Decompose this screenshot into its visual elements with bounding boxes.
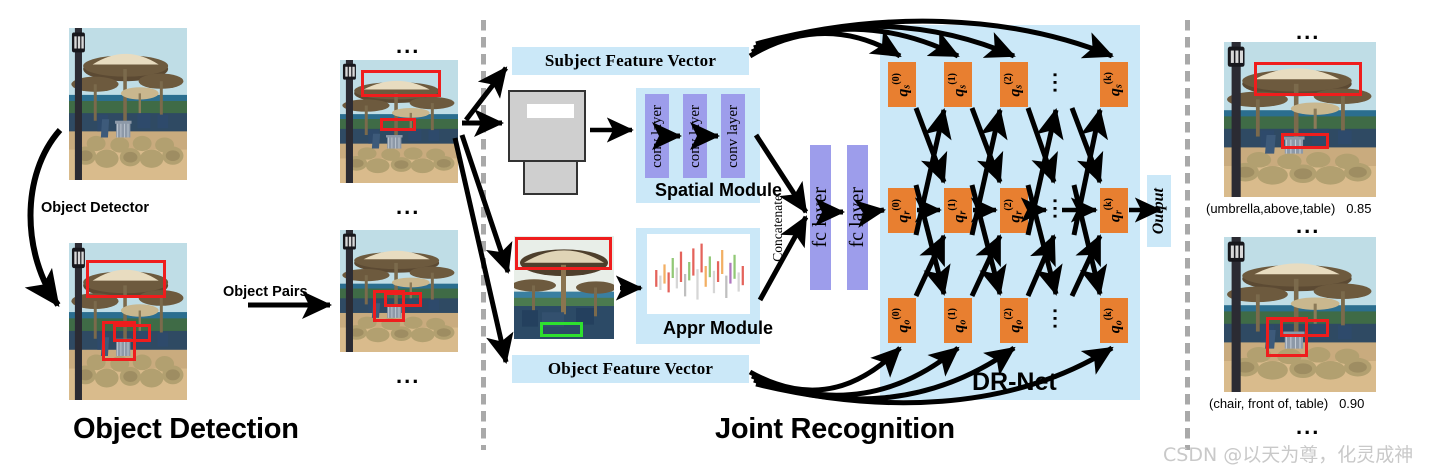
result-1-score: 0.85: [1346, 201, 1372, 216]
ellipsis-row-o: ···: [1043, 308, 1065, 331]
node-qr-0: qr(0): [888, 188, 916, 233]
bbox-umbrella: [86, 260, 166, 298]
bbox-result2-table: [1280, 319, 1329, 337]
node-qo-k: qo(k): [1100, 298, 1128, 343]
ellipsis-pairs-top: ...: [396, 33, 421, 58]
bbox-object-green: [540, 322, 583, 337]
node-qs-k-label: qs(k): [1103, 72, 1125, 97]
bbox-result2-chair: [1266, 317, 1308, 357]
node-qr-k: qr(k): [1100, 188, 1128, 233]
node-qs-0: qs(0): [888, 62, 916, 107]
conv-layer-2: conv layer: [683, 94, 707, 178]
detected-image-photo: [69, 243, 187, 400]
result-2-triplet: (chair, front of, table): [1209, 396, 1329, 411]
fc-layer-2-label: fc layer: [846, 187, 868, 248]
concatenate-label: Concatenate: [770, 195, 785, 262]
node-qs-0-label: qs(0): [891, 72, 913, 97]
bbox-table: [113, 324, 151, 342]
spatial-module-label: Spatial Module: [655, 180, 783, 200]
fc-layer-2: fc layer: [846, 145, 868, 290]
appr-feature-map: [647, 234, 750, 314]
node-qo-0: qo(0): [888, 298, 916, 343]
divider-right: [1185, 20, 1190, 450]
appr-module-label: Appr Module: [663, 318, 773, 338]
bbox-result1-table: [1281, 133, 1329, 149]
node-qr-k-label: qr(k): [1103, 198, 1125, 223]
object-pair-photo-1: [340, 60, 458, 183]
csdn-watermark: CSDN @以天为尊，化灵成神: [1163, 444, 1414, 466]
bbox-umbrella-pair1: [361, 70, 441, 97]
object-pairs-label: Object Pairs: [223, 284, 308, 300]
ellipsis-pairs-mid: ...: [396, 194, 421, 219]
node-qo-2: qo(2): [1000, 298, 1028, 343]
node-qr-0-label: qr(0): [891, 198, 913, 223]
bbox-result1-umbrella: [1254, 62, 1362, 96]
object-pair-photo-2: [340, 230, 458, 352]
conv-layer-1-label: conv layer: [648, 104, 665, 168]
stage-title-joint-recognition: Joint Recognition: [715, 413, 955, 445]
spatial-mask-front: [508, 90, 586, 162]
node-qr-1: qr(1): [944, 188, 972, 233]
node-qo-1-label: qo(1): [947, 308, 969, 333]
result-photo-2: [1224, 237, 1376, 392]
ellipsis-row-s: ···: [1043, 72, 1065, 95]
node-qr-1-label: qr(1): [947, 198, 969, 223]
result-1-triplet: (umbrella,above,table): [1206, 201, 1336, 216]
object-detector-label: Object Detector: [41, 200, 149, 216]
node-qs-1-label: qs(1): [947, 72, 969, 97]
bbox-table-pair2: [384, 292, 422, 307]
conv-layer-1: conv layer: [645, 94, 669, 178]
bbox-table-pair1: [380, 118, 416, 131]
input-image-photo: [69, 28, 187, 180]
node-qr-2: qr(2): [1000, 188, 1028, 233]
ellipsis-row-r: ···: [1043, 198, 1065, 221]
conv-layer-2-label: conv layer: [686, 104, 703, 168]
result-caption-1: (umbrella,above,table) 0.85: [1206, 201, 1372, 216]
object-feature-vector-bar: Object Feature Vector: [512, 355, 749, 383]
result-2-score: 0.90: [1339, 396, 1365, 411]
divider-left: [481, 20, 486, 450]
bbox-subject-red: [515, 237, 612, 270]
fc-layer-1: fc layer: [809, 145, 831, 290]
subject-feature-vector-label: Subject Feature Vector: [544, 51, 717, 70]
node-qs-2: qs(2): [1000, 62, 1028, 107]
appr-input-photo: [514, 236, 614, 339]
subject-feature-vector-bar: Subject Feature Vector: [512, 47, 749, 75]
ellipsis-results-top: ...: [1296, 19, 1321, 44]
output-label-box: Output: [1147, 175, 1171, 247]
spatial-mask-front-region: [527, 104, 574, 118]
object-feature-vector-label: Object Feature Vector: [547, 359, 714, 378]
ellipsis-results-bottom: ...: [1296, 414, 1321, 439]
stage-title-object-detection: Object Detection: [73, 413, 299, 445]
conv-layer-3: conv layer: [721, 94, 745, 178]
drnet-title: DR-Net: [972, 368, 1057, 396]
fc-layer-1-label: fc layer: [809, 187, 831, 248]
result-photo-1: [1224, 42, 1376, 197]
result-caption-2: (chair, front of, table) 0.90: [1209, 396, 1364, 411]
node-qo-1: qo(1): [944, 298, 972, 343]
ellipsis-pairs-bottom: ...: [396, 363, 421, 388]
ellipsis-results-mid: ...: [1296, 213, 1321, 238]
node-qo-k-label: qo(k): [1103, 307, 1125, 334]
conv-layer-3-label: conv layer: [724, 104, 741, 168]
node-qs-2-label: qs(2): [1003, 72, 1025, 97]
node-qs-k: qs(k): [1100, 62, 1128, 107]
node-qs-1: qs(1): [944, 62, 972, 107]
node-qr-2-label: qr(2): [1003, 198, 1025, 223]
output-label: Output: [1150, 187, 1167, 235]
node-qo-0-label: qo(0): [891, 308, 913, 333]
spatial-mask-back-region: [584, 168, 606, 177]
node-qo-2-label: qo(2): [1003, 308, 1025, 333]
